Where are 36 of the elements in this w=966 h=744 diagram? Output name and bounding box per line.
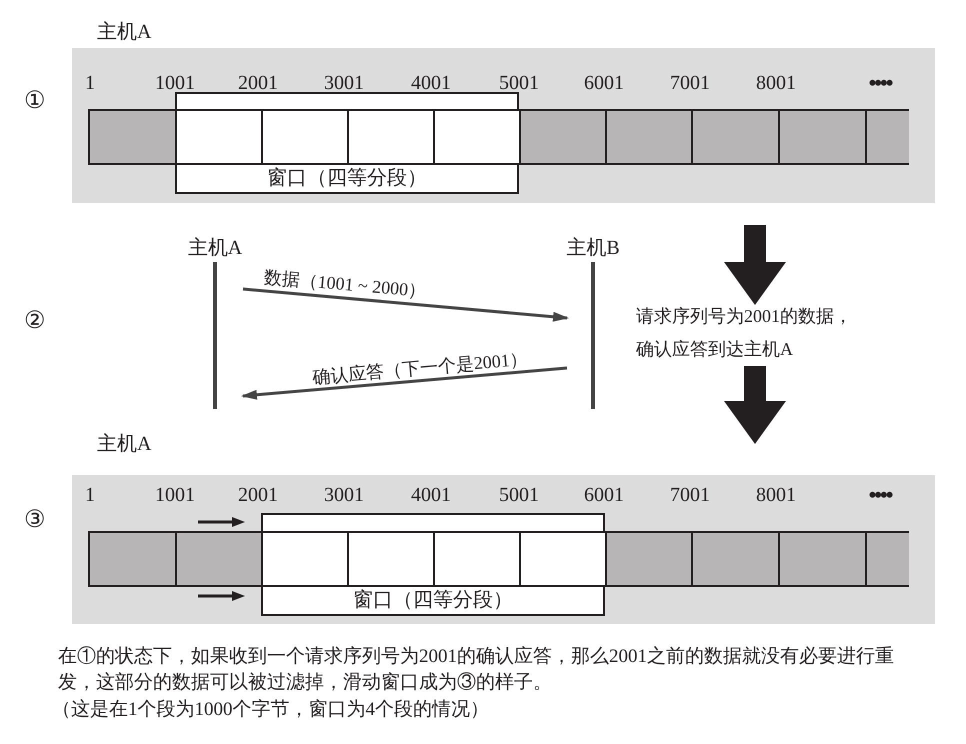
window-label: 窗口（四等分段） — [266, 166, 428, 191]
caption: 在①的状态下，如果收到一个请求序列号为2001的确认应答，那么2001之前的数据就没有必要进行重发，这部分的数据可以被过滤掉，滑动窗口成为③的样子。 — [58, 645, 895, 695]
sequence-number: 2001 — [238, 484, 278, 507]
sequence-number: 4001 — [411, 72, 451, 95]
sequence-number: 1 — [85, 484, 95, 507]
host-label: 主机A — [186, 236, 244, 261]
window-label: 窗口（四等分段） — [352, 588, 514, 613]
host-heading: 主机A — [97, 432, 152, 457]
sequence-number: 8001 — [756, 484, 796, 507]
note-text: 请求序列号为2001的数据，确认应答到达主机A — [636, 305, 853, 361]
ellipsis: •••• — [868, 482, 892, 508]
host-label: 主机B — [565, 236, 621, 261]
host-heading: 主机A — [97, 20, 152, 45]
sequence-number: 6001 — [584, 72, 624, 95]
step-number: ③ — [24, 506, 46, 534]
sequence-number: 7001 — [670, 72, 710, 95]
sequence-number: 5001 — [499, 72, 539, 95]
sequence-number: 3001 — [324, 72, 364, 95]
note-text: （这是在1个段为1000个字节，窗口为4个段的情况） — [52, 698, 489, 722]
step-number: ① — [24, 87, 46, 115]
edge-label: 确认应答（下一个是2001） — [311, 348, 529, 390]
message-arrow — [241, 366, 568, 400]
sequence-number: 6001 — [584, 484, 624, 507]
sequence-number: 4001 — [411, 484, 451, 507]
sequence-number: 7001 — [670, 484, 710, 507]
edge-label: 数据（1001 ~ 2000） — [262, 266, 428, 304]
step-number: ② — [24, 307, 46, 335]
message-arrow — [242, 288, 569, 322]
sequence-number: 3001 — [324, 484, 364, 507]
sequence-number: 8001 — [756, 72, 796, 95]
ellipsis: •••• — [868, 70, 892, 96]
sequence-number: 1001 — [155, 72, 195, 95]
sequence-number: 1 — [85, 72, 95, 95]
sequence-number: 1001 — [155, 484, 195, 507]
sequence-number: 5001 — [499, 484, 539, 507]
sequence-number: 2001 — [238, 72, 278, 95]
